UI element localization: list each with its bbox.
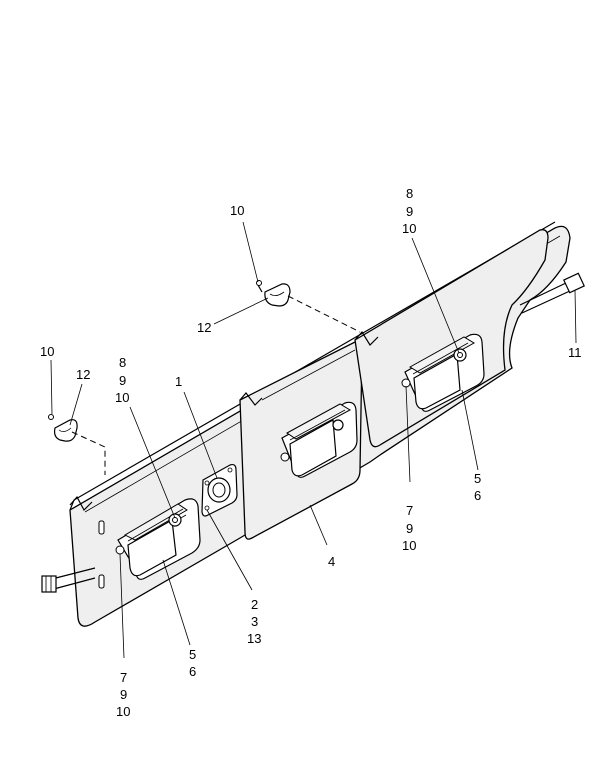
callout-5-left: 5 — [189, 647, 196, 662]
callout-11: 11 — [568, 345, 582, 360]
callout-10-right-a: 10 — [402, 221, 416, 236]
callout-6-left: 6 — [189, 664, 196, 679]
callout-13: 13 — [247, 631, 261, 646]
center-lamp — [280, 401, 358, 478]
left-panel — [69, 495, 93, 511]
callout-9-right-a: 9 — [406, 204, 413, 219]
callout-9-left-b: 9 — [120, 687, 127, 702]
callout-labels: 10 12 10 12 8 9 10 1 8 9 10 11 5 6 7 9 1… — [40, 186, 582, 719]
callout-10-left-b: 10 — [116, 704, 130, 719]
clip-left — [48, 414, 78, 442]
callout-7-left: 7 — [120, 670, 127, 685]
right-panel — [354, 229, 549, 448]
left-cable-connector — [41, 567, 96, 593]
callout-3: 3 — [251, 614, 258, 629]
lamp-nut — [280, 452, 290, 462]
mounting-slot — [98, 520, 105, 535]
callout-9-right-b: 9 — [406, 521, 413, 536]
callout-12-left: 12 — [76, 367, 90, 382]
leader-lines — [50, 221, 577, 659]
lamp-screw — [332, 419, 344, 431]
mounting-slot — [98, 574, 105, 589]
right-cable-harness — [519, 272, 586, 314]
right-lamp — [401, 333, 485, 412]
receptacle — [201, 463, 238, 517]
callout-5-right: 5 — [474, 471, 481, 486]
callout-10-left-a: 10 — [115, 390, 129, 405]
left-lamp — [115, 498, 201, 580]
lamp-nut — [115, 545, 125, 555]
callout-7-right: 7 — [406, 503, 413, 518]
callout-10-left: 10 — [40, 344, 54, 359]
clip-top — [256, 280, 291, 307]
lamp-nut — [401, 378, 411, 388]
callout-6-right: 6 — [474, 488, 481, 503]
callout-10-top: 10 — [230, 203, 244, 218]
callout-1: 1 — [175, 374, 182, 389]
callout-8-right: 8 — [406, 186, 413, 201]
callout-4: 4 — [328, 554, 335, 569]
callout-9-left-a: 9 — [119, 373, 126, 388]
callout-2: 2 — [251, 597, 258, 612]
callout-12-top: 12 — [197, 320, 211, 335]
callout-8-left: 8 — [119, 355, 126, 370]
callout-10-right-b: 10 — [402, 538, 416, 553]
